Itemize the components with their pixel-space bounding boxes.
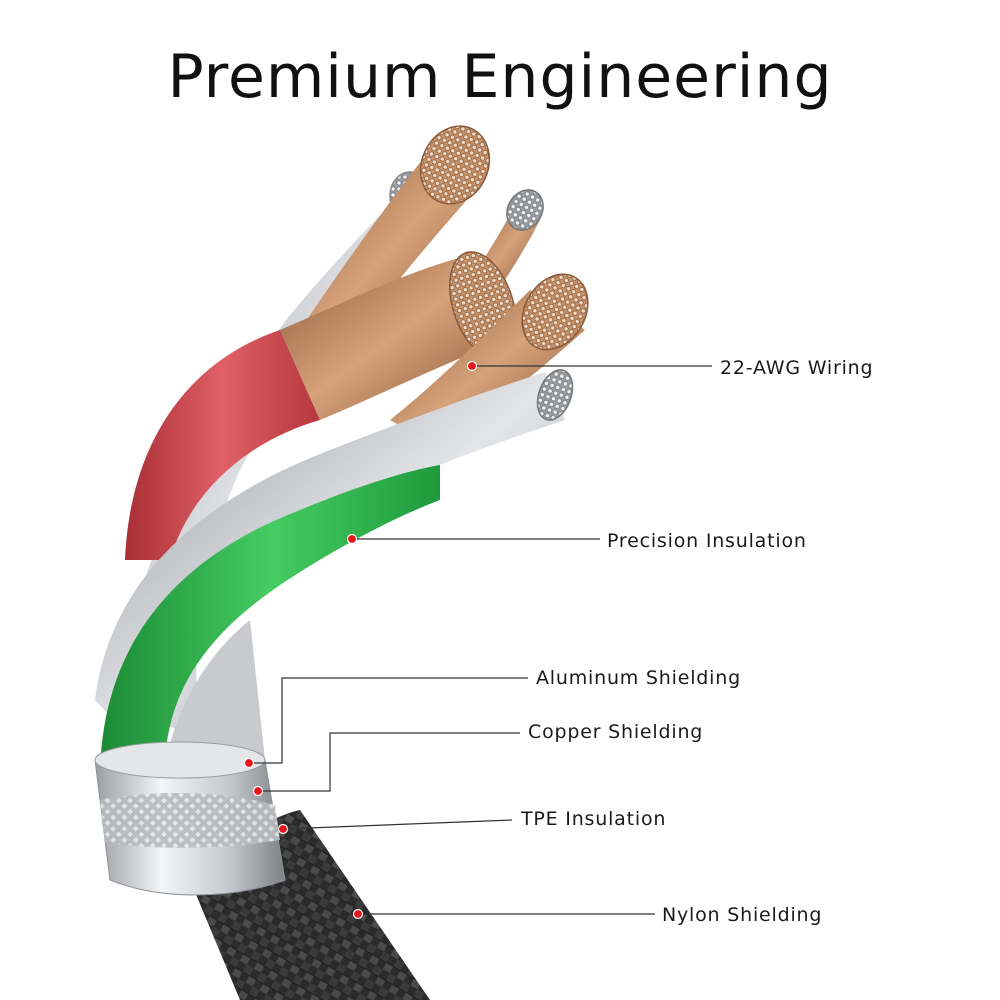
- leader-lines: [249, 365, 712, 915]
- leader-line-copper: [258, 732, 520, 792]
- callout-label-aluminum: Aluminum Shielding: [536, 667, 741, 689]
- red-wire-copper: [280, 255, 505, 420]
- callout-label-nylon: Nylon Shielding: [662, 904, 823, 926]
- marker-nylon: [352, 908, 364, 920]
- marker-awg: [466, 360, 478, 372]
- callout-label-copper: Copper Shielding: [528, 721, 704, 743]
- copper-wire-top-end: [419, 125, 491, 205]
- callout-label-awg: 22-AWG Wiring: [720, 357, 874, 379]
- marker-aluminum: [243, 757, 255, 769]
- page-title: Premium Engineering: [167, 42, 833, 112]
- leader-line-aluminum: [249, 677, 528, 764]
- small-wire-end: [506, 189, 544, 231]
- silver-shielding-end: [536, 369, 574, 421]
- marker-copper: [252, 785, 264, 797]
- marker-dots: [243, 360, 478, 920]
- copper-wire-right-end: [521, 273, 589, 351]
- shield-ring-top: [94, 741, 266, 779]
- red-wire: [125, 330, 320, 560]
- callout-label-insulation: Precision Insulation: [607, 530, 807, 552]
- marker-tpe: [277, 823, 289, 835]
- shield-ring-knurl: [100, 793, 280, 848]
- marker-insulation: [346, 533, 358, 545]
- callout-label-tpe: TPE Insulation: [521, 808, 667, 830]
- leader-line-tpe: [282, 819, 513, 830]
